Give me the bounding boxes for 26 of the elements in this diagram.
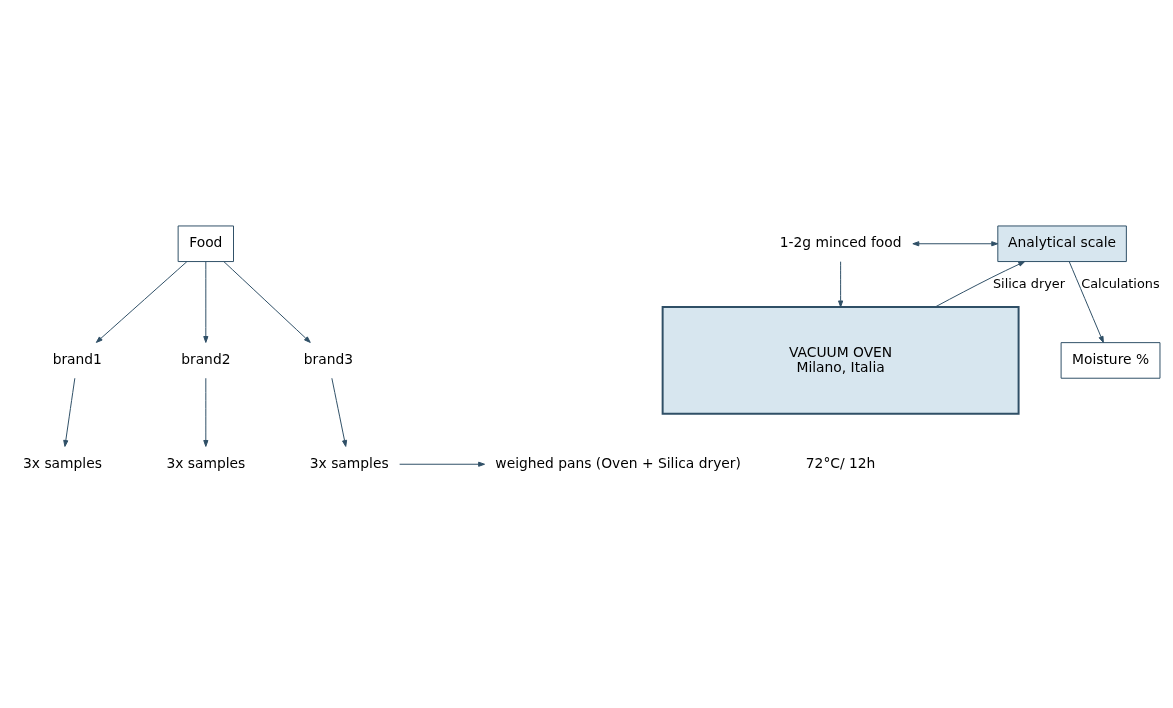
node-text: brand3 (303, 351, 354, 368)
arrow (63, 377, 76, 447)
node-text: 3x samples (166, 454, 246, 471)
node-text: 1-2g minced food (779, 234, 902, 251)
arrow (1068, 261, 1104, 343)
arrow (838, 261, 844, 308)
edge-label: Silica dryer (992, 275, 1066, 291)
node-text: brand2 (181, 351, 231, 368)
arrow (934, 261, 1026, 308)
arrow (203, 261, 209, 343)
arrow (95, 261, 188, 343)
arrow (399, 461, 486, 467)
arrow (223, 261, 311, 343)
node-box: Food (177, 225, 234, 263)
node-box: Analytical scale (997, 225, 1127, 263)
node-box: VACUUM OVEN Milano, Italia (661, 306, 1020, 415)
node-text: 3x samples (309, 454, 389, 471)
node-text: weighed pans (Oven + Silica dryer) (495, 454, 741, 471)
node-text: 3x samples (23, 454, 102, 471)
edge-label: Calculations (1081, 275, 1160, 291)
arrow (912, 241, 999, 247)
node-text: brand1 (52, 351, 102, 368)
node-label: 72°C/ 12h (805, 454, 876, 471)
arrow (331, 377, 348, 447)
arrow (203, 377, 209, 447)
node-box: Moisture % (1060, 342, 1161, 379)
